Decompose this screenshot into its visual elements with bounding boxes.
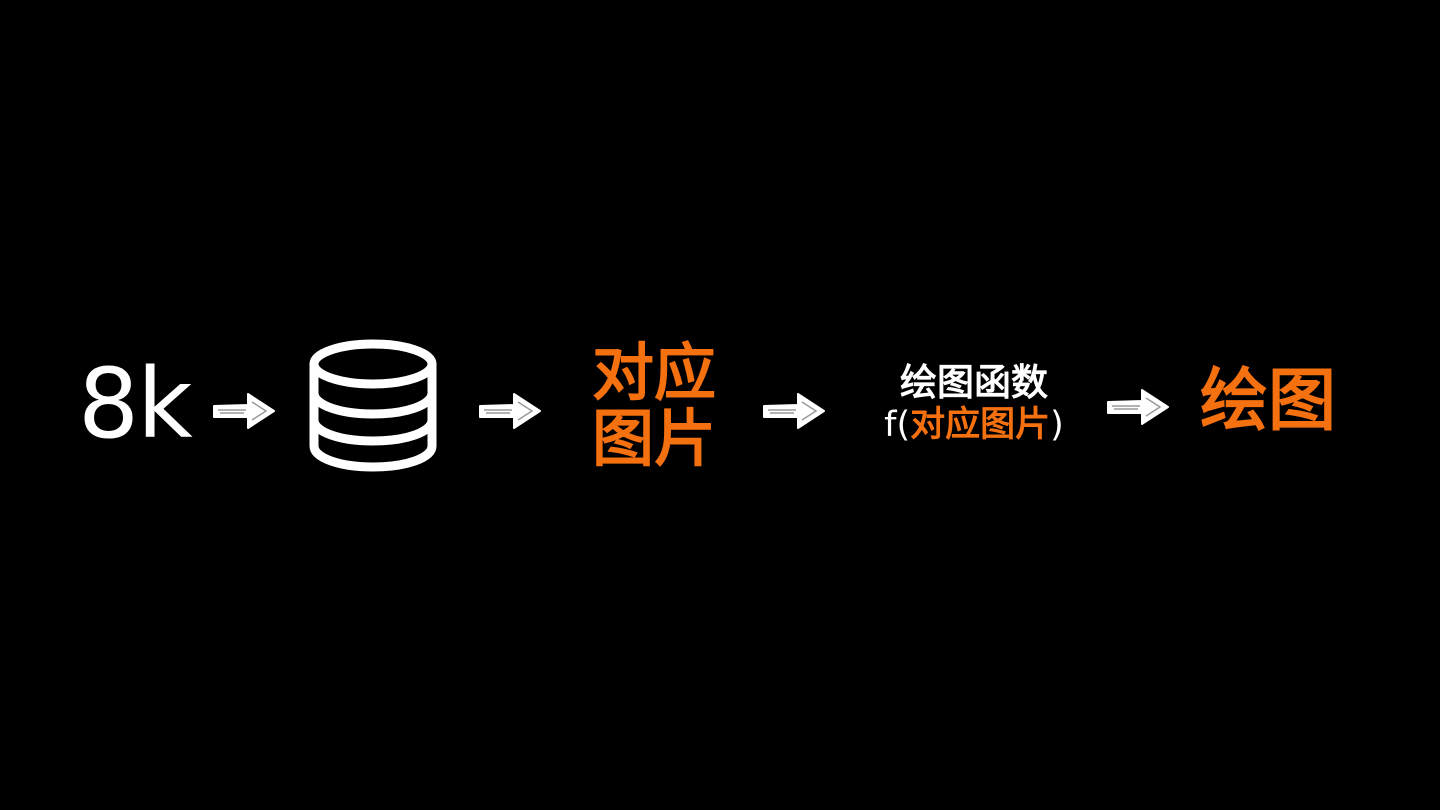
function-call-prefix: f(	[884, 405, 911, 445]
function-call-suffix: )	[1050, 405, 1064, 445]
lookup-line-1: 对应	[591, 336, 716, 409]
input-label: 8k	[78, 348, 193, 460]
arrow-right-icon	[476, 388, 544, 434]
draw-function-node: 绘图函数 f(对应图片)	[860, 362, 1088, 446]
arrow-right-icon	[210, 388, 278, 434]
lookup-image-label: 对应 图片	[584, 340, 724, 472]
database-icon	[306, 338, 440, 472]
arrow-right-icon	[1104, 384, 1172, 430]
function-call: f(对应图片)	[860, 404, 1088, 446]
lookup-line-2: 图片	[591, 402, 716, 475]
output-label: 绘图	[1200, 362, 1337, 441]
function-argument: 对应图片	[910, 405, 1051, 445]
function-name: 绘图函数	[900, 361, 1048, 404]
arrow-right-icon	[760, 388, 828, 434]
